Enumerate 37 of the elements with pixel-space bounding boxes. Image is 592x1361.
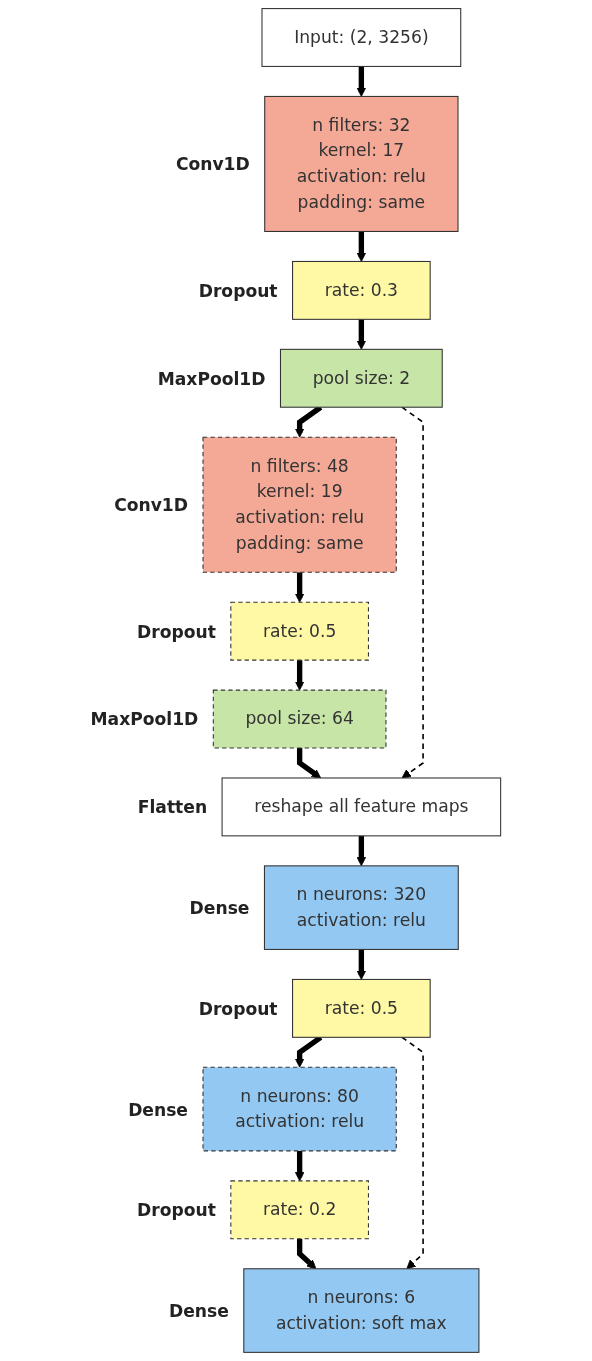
node-label: MaxPool1D [158,368,266,389]
node-label: Dropout [199,280,278,301]
arrow [295,660,305,691]
node-label: Dropout [137,621,217,642]
node-box: n neurons: 320 activation: relu [264,865,460,950]
arrow [295,1150,305,1182]
node-box: n neurons: 80 activation: relu [202,1066,398,1152]
node-box: rate: 0.2 [230,1180,370,1240]
node-label: MaxPool1D [90,709,199,730]
node-box: pool size: 2 [280,348,444,408]
arrow [401,406,425,779]
arrow [357,835,367,867]
node-box: reshape all feature maps [221,777,502,837]
node-box: n filters: 32 kernel: 17 activation: relu padding: same [264,95,459,232]
node-label: Dense [169,1301,230,1321]
node-label: Conv1D [114,495,189,516]
arrow [357,66,367,97]
node-box: pool size: 64 [213,689,387,749]
arrow [401,1036,425,1270]
node-label: Dense [128,1099,189,1120]
node-box: Input: (2, 3256) [261,8,462,67]
arrow [357,949,367,980]
node-box: rate: 0.5 [230,601,370,661]
arrow [297,748,322,779]
node-label: Flatten [138,797,208,818]
arrow [357,319,367,350]
node-box: n filters: 48 kernel: 19 activation: relu padding: same [202,436,398,573]
node-box: n neurons: 6 activation: soft max [243,1268,480,1353]
arrow [357,231,367,262]
node-label: Dropout [199,998,278,1019]
node-label: Dropout [137,1200,217,1221]
node-box: rate: 0.5 [292,978,432,1038]
arrow [297,1238,317,1270]
arrow [295,572,305,603]
node-label: Conv1D [176,154,251,175]
node-label: Dense [190,898,250,919]
node-box: rate: 0.3 [292,260,432,320]
